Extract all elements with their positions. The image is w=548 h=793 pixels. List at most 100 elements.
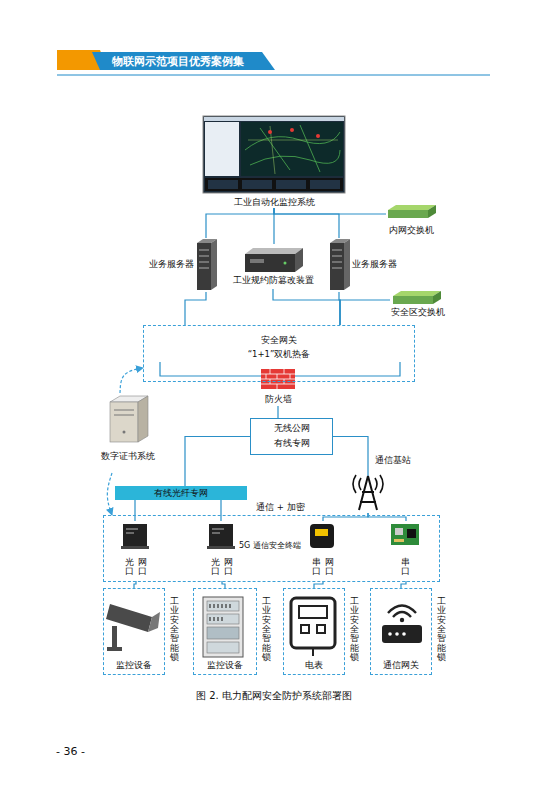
device-box: 监控设备工业安全智能锁 bbox=[193, 588, 257, 675]
router-icon-part bbox=[400, 618, 404, 622]
link-label: 通信 + 加密 bbox=[256, 502, 305, 512]
node-label: 电表 bbox=[284, 660, 344, 671]
cert-system: 数字证书系统 bbox=[98, 393, 158, 473]
node-label: 通信网关 bbox=[371, 660, 431, 671]
node-label: 通信基站 bbox=[375, 455, 415, 466]
server-icon-part bbox=[211, 239, 217, 290]
vertical-label: 串口 bbox=[312, 558, 321, 577]
node-label: 防火墙 bbox=[252, 394, 304, 405]
network-box: 无线公网 有线专网 bbox=[250, 418, 333, 455]
node-label: 业务服务器 bbox=[352, 259, 408, 270]
router-icon-part bbox=[395, 632, 399, 636]
server-icon bbox=[197, 239, 350, 290]
device-box: 电表工业安全智能锁 bbox=[283, 588, 345, 675]
monitor-system: 工业自动化监控系统 bbox=[203, 113, 345, 208]
monitor-screenshot-part bbox=[205, 122, 239, 176]
monitor-screenshot-part bbox=[204, 117, 344, 121]
monitor-screenshot-part bbox=[242, 180, 272, 189]
node-label: 监控设备 bbox=[194, 660, 256, 671]
gateway-group: 安全网关“1+1”双机热备 bbox=[143, 325, 415, 382]
monitor-screenshot-part bbox=[276, 180, 306, 189]
running-header: 物联网示范项目优秀案例集 bbox=[112, 55, 244, 68]
cabinet-icon-part bbox=[207, 614, 239, 624]
terminal-icon-part bbox=[207, 546, 235, 549]
anti-tamper-device-part bbox=[245, 248, 303, 254]
terminal: 串口网口 bbox=[305, 521, 341, 581]
router-icon-part bbox=[388, 632, 392, 636]
network-link bbox=[134, 500, 135, 521]
terminal-icon-part bbox=[394, 539, 404, 542]
terminal-label: 5G 通信安全终端 bbox=[239, 541, 301, 551]
node-label: 有线光纤专网 bbox=[115, 488, 247, 499]
switch: 安全区交换机 bbox=[390, 289, 446, 319]
vertical-label: 工业安全智能锁 bbox=[262, 597, 271, 662]
page-number: - 36 - bbox=[56, 745, 85, 758]
server: 业务服务器 bbox=[138, 238, 218, 292]
dashed-arrow bbox=[107, 473, 112, 515]
dashed-arrow bbox=[120, 368, 143, 393]
camera-icon-part bbox=[148, 612, 160, 632]
server-icon-part bbox=[199, 250, 209, 268]
vertical-label: 串口 bbox=[401, 558, 410, 577]
cabinet-icon-part bbox=[210, 604, 230, 621]
network-link bbox=[314, 581, 323, 588]
monitor-screenshot-part bbox=[310, 180, 340, 189]
base-station-icon-part bbox=[367, 453, 368, 476]
vertical-label: 光口 bbox=[125, 558, 134, 577]
terminal: 光口网口 bbox=[204, 521, 240, 581]
switch-icon-part bbox=[388, 210, 428, 218]
meter-icon bbox=[291, 598, 335, 656]
server-icon-part bbox=[344, 239, 350, 290]
computer-icon-part bbox=[114, 410, 134, 415]
server-icon-part bbox=[332, 250, 342, 268]
fiber-band: 有线光纤专网 bbox=[115, 486, 247, 500]
cabinet-icon-part bbox=[207, 642, 239, 653]
network-link bbox=[340, 300, 390, 325]
network-link bbox=[185, 437, 250, 487]
network-link bbox=[206, 208, 274, 238]
meter-icon-part bbox=[301, 625, 309, 633]
computer-icon-part bbox=[110, 402, 138, 442]
switch-icon-part bbox=[388, 205, 436, 210]
terminal: 串口 bbox=[386, 521, 426, 581]
camera-icon bbox=[106, 604, 160, 651]
network-link bbox=[333, 437, 368, 454]
node-label: 业务服务器 bbox=[138, 259, 194, 270]
router-icon-part bbox=[382, 625, 422, 643]
node-label: 无线公网 有线专网 bbox=[273, 421, 311, 451]
terminal-icon-part bbox=[395, 528, 403, 535]
network-link bbox=[185, 292, 206, 325]
terminal-icon-part bbox=[123, 524, 147, 546]
monitor-screenshot-part bbox=[205, 178, 343, 191]
switch-icon bbox=[388, 205, 441, 304]
anti-tamper-device bbox=[245, 248, 303, 272]
device-box: 通信网关工业安全智能锁 bbox=[370, 588, 432, 675]
meter-icon-part bbox=[291, 598, 335, 648]
server: 业务服务器 bbox=[328, 238, 408, 292]
network-link bbox=[401, 581, 406, 588]
vertical-label: 工业安全智能锁 bbox=[437, 597, 446, 662]
camera-icon-part bbox=[112, 626, 117, 648]
node-label: 数字证书系统 bbox=[92, 451, 164, 462]
page-header-part bbox=[92, 52, 275, 70]
page-header bbox=[57, 50, 490, 75]
computer-icon-part bbox=[138, 396, 148, 442]
camera-icon-part bbox=[107, 647, 122, 651]
terminal-icon-part bbox=[209, 524, 233, 546]
network-link bbox=[274, 208, 386, 214]
network-link bbox=[134, 581, 136, 588]
firewall: 防火墙 bbox=[258, 366, 298, 406]
vertical-label: 工业安全智能锁 bbox=[170, 597, 179, 662]
vertical-label: 网口 bbox=[224, 558, 233, 577]
gateway-inner-lines bbox=[160, 362, 400, 376]
vertical-label: 网口 bbox=[325, 558, 334, 577]
terminal-icon-part bbox=[121, 546, 149, 549]
monitor-screenshot-part bbox=[290, 128, 294, 132]
terminal-icon-part bbox=[126, 529, 138, 533]
node-label: 内网交换机 bbox=[380, 225, 442, 236]
terminal: 光口网口 bbox=[118, 521, 154, 581]
network-link bbox=[222, 581, 225, 588]
firewall-icon-part bbox=[261, 369, 295, 389]
switch-icon-part bbox=[428, 205, 436, 218]
